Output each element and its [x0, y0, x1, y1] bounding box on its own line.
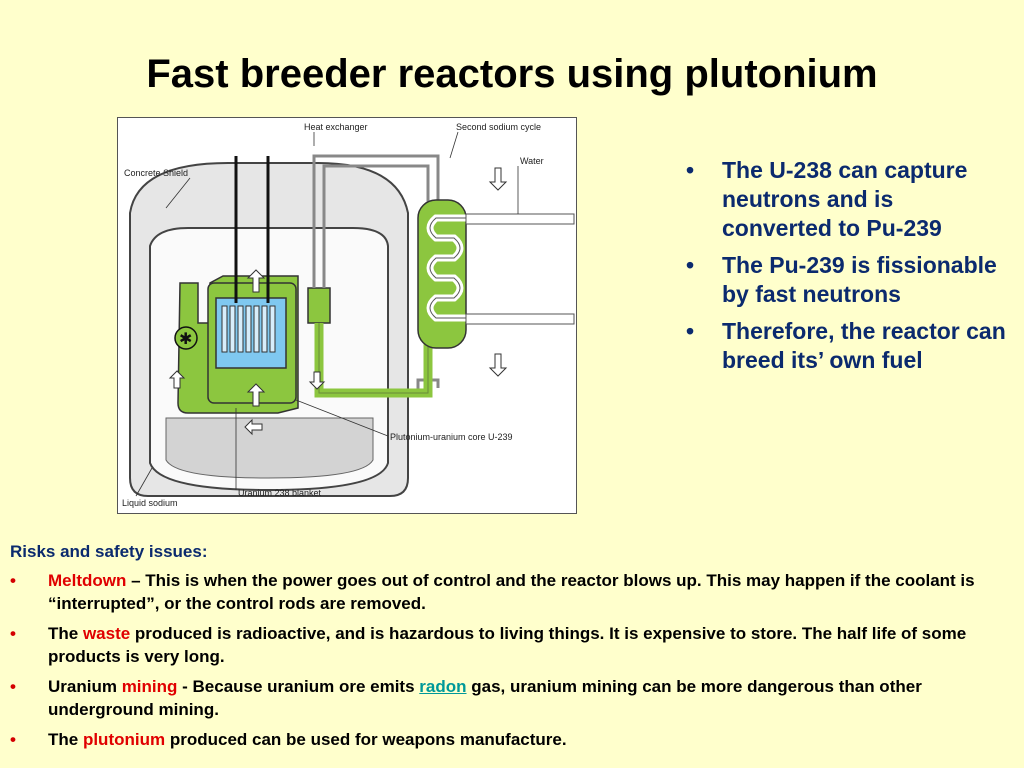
label-blanket: Uranium 238 blanket	[238, 488, 322, 498]
label-water: Water	[520, 156, 544, 166]
risk-item-waste: The waste produced is radioactive, and i…	[10, 622, 1010, 668]
fact-item: The U-238 can capture neutrons and is co…	[686, 156, 1006, 243]
risk-item-plutonium: The plutonium produced can be used for w…	[10, 728, 1010, 751]
label-heat-exchanger: Heat exchanger	[304, 122, 368, 132]
slide-title: Fast breeder reactors using plutonium	[146, 52, 878, 96]
label-core: Plutonium-uranium core U-239	[390, 432, 513, 442]
risks-heading: Risks and safety issues:	[10, 542, 208, 561]
heat-exchanger	[307, 287, 331, 324]
steam-generator	[417, 199, 467, 349]
risk-term: Meltdown	[48, 571, 127, 590]
svg-text:✱: ✱	[179, 329, 192, 348]
pump	[174, 326, 198, 350]
flow-arrows	[168, 167, 508, 436]
risk-term: plutonium	[82, 730, 166, 749]
risks-list: Meltdown – This is when the power goes o…	[10, 569, 1010, 758]
label-second-sodium-cycle: Second sodium cycle	[456, 122, 541, 132]
water-pipes	[465, 213, 575, 325]
fuel-rods	[221, 305, 276, 353]
fact-item: Therefore, the reactor can breed its’ ow…	[686, 317, 1006, 375]
control-rods	[234, 156, 270, 303]
risk-item-mining: Uranium mining - Because uranium ore emi…	[10, 675, 1010, 721]
risk-term: waste	[82, 624, 131, 643]
reactor-diagram: ✱	[117, 117, 577, 514]
risk-term: mining	[121, 677, 178, 696]
facts-list: The U-238 can capture neutrons and is co…	[686, 156, 1006, 383]
liquid-sodium-pool	[165, 417, 374, 479]
radon-link[interactable]: radon	[419, 677, 467, 696]
reactor-diagram-svg: ✱	[122, 122, 575, 508]
risk-item-meltdown: Meltdown – This is when the power goes o…	[10, 569, 1010, 615]
label-liquid-sodium: Liquid sodium	[122, 498, 178, 508]
fact-item: The Pu-239 is fissionable by fast neutro…	[686, 251, 1006, 309]
label-concrete-shield: Concrete Shield	[124, 168, 188, 178]
